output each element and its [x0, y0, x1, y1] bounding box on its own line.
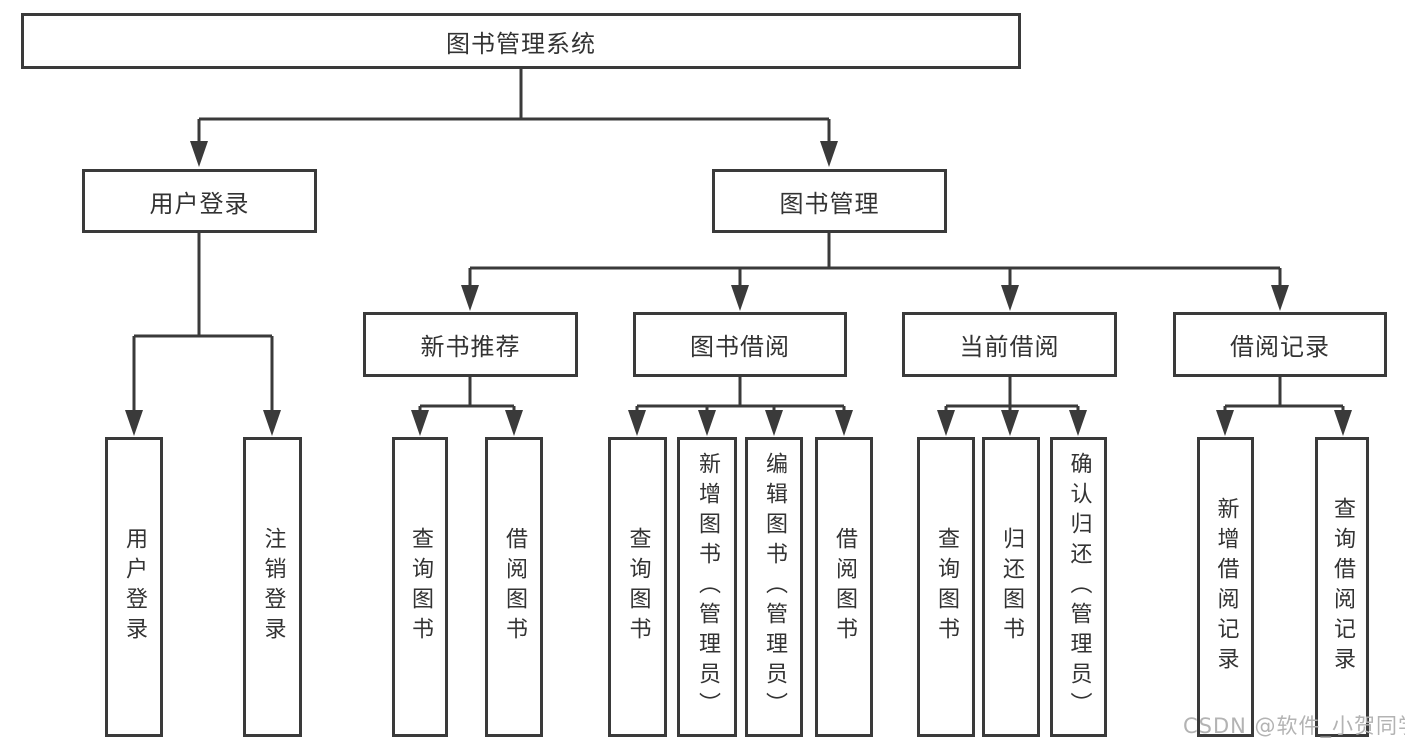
node-book-management: 图书管理 [712, 169, 947, 233]
csdn-watermark: CSDN @软件_小贺同学 [1183, 714, 1405, 738]
node-library-management-system: 图书管理系统 [21, 13, 1021, 69]
node-leaf-add-books-admin: 新增图书（管理员） [677, 437, 737, 737]
connector-current-borrowing-branch [946, 377, 1078, 408]
connector-root-to-level2 [199, 69, 829, 121]
arrow-head-icon [505, 410, 523, 436]
connector-borrowing-records-branch [1225, 377, 1343, 408]
arrow-head-icon [765, 410, 783, 436]
node-leaf-borrow-books-recommend: 借阅图书 [485, 437, 543, 737]
arrow-head-icon [1271, 285, 1289, 311]
arrow-head-icon [628, 410, 646, 436]
arrow-head-icon [1001, 410, 1019, 436]
arrow-head-icon [125, 410, 143, 436]
node-leaf-add-borrow-record: 新增借阅记录 [1197, 437, 1254, 737]
node-user-login: 用户登录 [82, 169, 317, 233]
node-leaf-logout: 注销登录 [243, 437, 302, 737]
node-leaf-edit-books-admin: 编辑图书（管理员） [745, 437, 803, 737]
node-book-borrowing: 图书借阅 [633, 312, 847, 377]
arrow-head-icon [1334, 410, 1352, 436]
node-leaf-user-login: 用户登录 [105, 437, 163, 737]
arrow-head-icon [1001, 285, 1019, 311]
node-borrowing-records: 借阅记录 [1173, 312, 1387, 377]
arrow-head-icon [411, 410, 429, 436]
node-new-book-recommendation: 新书推荐 [363, 312, 578, 377]
arrow-head-icon [698, 410, 716, 436]
connector-new-book-branch [420, 377, 514, 408]
arrow-head-icon [1069, 410, 1087, 436]
arrow-head-icon [1216, 410, 1234, 436]
node-leaf-query-books-borrowing: 查询图书 [608, 437, 667, 737]
arrow-head-icon [820, 141, 838, 167]
arrow-head-icon [835, 410, 853, 436]
node-leaf-query-books-recommend: 查询图书 [392, 437, 448, 737]
node-leaf-confirm-return-admin: 确认归还（管理员） [1050, 437, 1107, 737]
connector-user-login-branch [134, 233, 272, 338]
node-leaf-query-borrow-record: 查询借阅记录 [1315, 437, 1369, 737]
arrow-head-icon [731, 285, 749, 311]
arrow-head-icon [461, 285, 479, 311]
connector-book-management-branch [470, 233, 1280, 270]
arrow-head-icon [937, 410, 955, 436]
node-leaf-query-books-current: 查询图书 [917, 437, 975, 737]
arrow-head-icon [190, 141, 208, 167]
connector-book-borrowing-branch [637, 377, 844, 408]
node-leaf-borrow-books-borrowing: 借阅图书 [815, 437, 873, 737]
arrow-head-icon [263, 410, 281, 436]
node-leaf-return-books: 归还图书 [982, 437, 1040, 737]
node-current-borrowing: 当前借阅 [902, 312, 1117, 377]
